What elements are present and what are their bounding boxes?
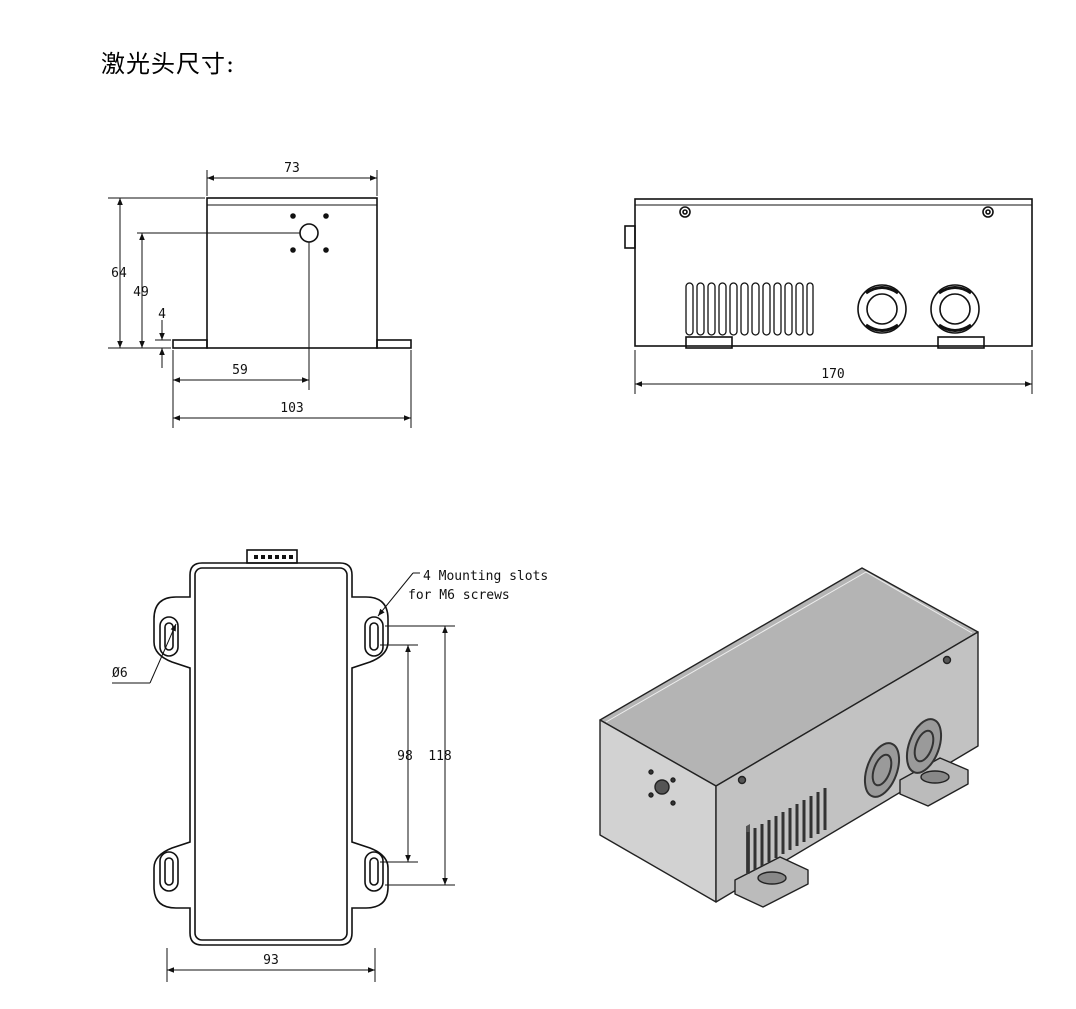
mounting-note-line2: for M6 screws [408, 588, 510, 603]
iso-foot-left [734, 856, 809, 908]
top-view [153, 549, 389, 946]
top-inner-panel [194, 567, 348, 941]
iso-front-port [648, 769, 676, 806]
front-dimensions [108, 170, 412, 428]
dim-front-base-height: 4 [158, 307, 166, 322]
side-connector [624, 225, 636, 249]
top-mounting-slots [159, 616, 384, 892]
side-vent-slots [685, 282, 814, 336]
front-base-left [172, 339, 208, 349]
front-base-right [376, 339, 412, 349]
dim-top-outer-spacing: 118 [428, 749, 451, 764]
dim-side-length: 170 [821, 367, 844, 382]
dim-top-inner-spacing: 98 [397, 749, 413, 764]
side-dimensions [634, 350, 1033, 394]
front-view [172, 197, 412, 349]
iso-screw-left [737, 775, 747, 785]
dim-front-base-width: 103 [280, 401, 303, 416]
mounting-note-line1: 4 Mounting slots [423, 569, 548, 584]
top-connector-pins [254, 555, 293, 559]
top-outline [153, 562, 389, 946]
side-foot-right [937, 336, 985, 349]
side-body [634, 198, 1033, 347]
top-dimensions [112, 572, 455, 982]
iso-screw-right [942, 655, 952, 665]
front-port [299, 223, 319, 243]
iso-fans [863, 718, 943, 798]
side-screw-right [982, 206, 994, 218]
side-foot-left [685, 336, 733, 349]
iso-view [599, 567, 979, 908]
dim-front-center-offset: 59 [232, 363, 248, 378]
side-screw-left [679, 206, 691, 218]
side-fan-right [930, 284, 980, 334]
iso-vents [746, 788, 827, 874]
dim-front-height: 64 [111, 266, 127, 281]
iso-foot-right [899, 757, 969, 807]
dim-front-center-height: 49 [133, 285, 149, 300]
side-fan-left [857, 284, 907, 334]
top-connector [246, 549, 298, 564]
page-heading: 激光头尺寸: [101, 50, 236, 78]
dim-slot-diameter: Ø6 [112, 666, 128, 681]
dim-top-width: 93 [263, 953, 279, 968]
dim-front-width: 73 [284, 161, 300, 176]
front-body [206, 197, 378, 349]
side-view [624, 198, 1033, 349]
